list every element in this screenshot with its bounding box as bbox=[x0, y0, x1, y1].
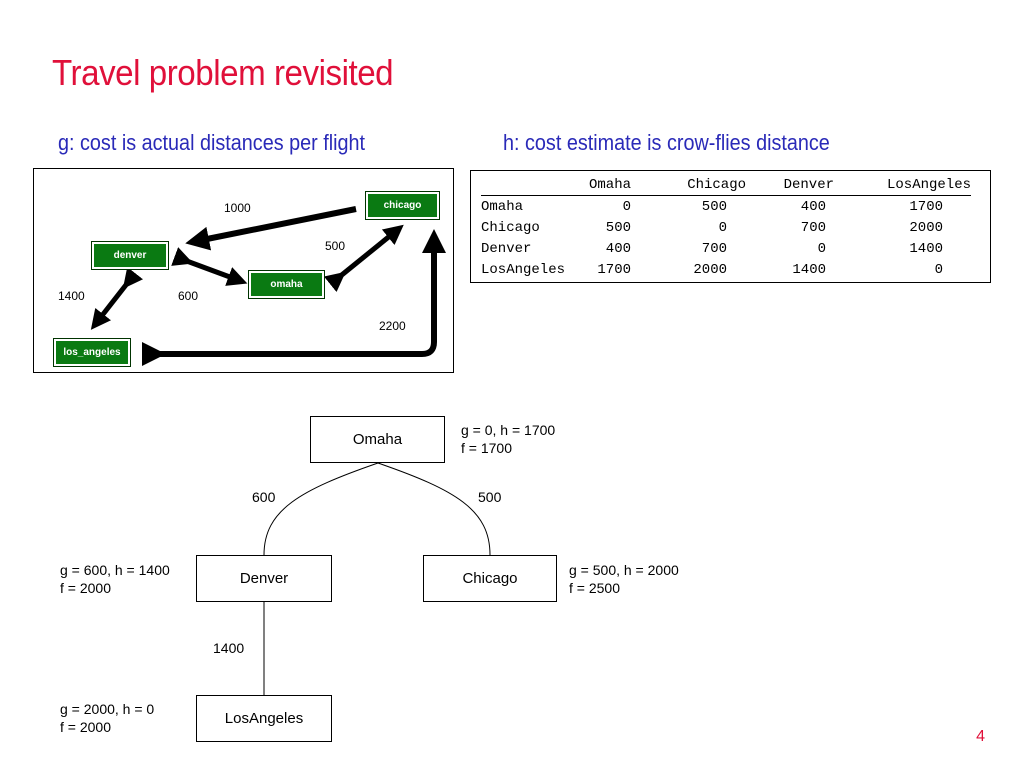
table-cell: 500 bbox=[605, 219, 632, 236]
table-header-cell: LosAngeles bbox=[834, 174, 972, 196]
tree-edge-omaha-chicago bbox=[377, 462, 491, 556]
table-cell: LosAngeles bbox=[481, 261, 566, 278]
table-cell: 0 bbox=[718, 219, 728, 236]
losangeles-g-h: g = 2000, h = 0 bbox=[60, 701, 155, 717]
edge-label-denver-losangeles: 1400 bbox=[58, 289, 85, 303]
edge-label-chicago-omaha: 500 bbox=[325, 239, 346, 253]
table-cell: Omaha bbox=[481, 198, 524, 215]
table-cell: Denver bbox=[481, 240, 532, 257]
edge-denver-losangeles bbox=[90, 266, 144, 330]
tree-node-denver: Denver bbox=[196, 555, 332, 602]
slide-title: Travel problem revisited bbox=[52, 52, 394, 93]
denver-annotation: g = 600, h = 1400 f = 2000 bbox=[60, 561, 170, 597]
table-cell: 700 bbox=[800, 219, 827, 236]
left-subtitle: g: cost is actual distances per flight bbox=[58, 130, 366, 155]
tree-node-losangeles: LosAngeles bbox=[196, 695, 332, 742]
crow-flies-table: Omaha Chicago Denver LosAngeles Omaha 0 … bbox=[470, 170, 991, 283]
tree-node-chicago: Chicago bbox=[423, 555, 557, 602]
denver-g-h: g = 600, h = 1400 bbox=[60, 562, 170, 578]
omaha-f: f = 1700 bbox=[461, 440, 512, 456]
losangeles-annotation: g = 2000, h = 0 f = 2000 bbox=[60, 700, 154, 736]
tree-edge-omaha-denver bbox=[263, 462, 379, 556]
denver-f: f = 2000 bbox=[60, 580, 111, 596]
table-cell: 0 bbox=[934, 261, 944, 278]
chicago-f: f = 2500 bbox=[569, 580, 620, 596]
table-row: Chicago 500 0 700 2000 bbox=[481, 217, 971, 238]
table-header-cell bbox=[481, 174, 589, 196]
tree-edge-label-denver-losangeles: 1400 bbox=[213, 640, 245, 656]
tree-edge-label-omaha-denver: 600 bbox=[252, 489, 276, 505]
city-omaha: omaha bbox=[248, 270, 325, 299]
table-cell: 2000 bbox=[909, 219, 944, 236]
right-subtitle: h: cost estimate is crow-flies distance bbox=[503, 130, 830, 155]
table-cell: 1700 bbox=[909, 198, 944, 215]
page-number: 4 bbox=[976, 728, 985, 745]
table-cell: 500 bbox=[701, 198, 728, 215]
tree-edge-label-omaha-chicago: 500 bbox=[478, 489, 502, 505]
city-chicago: chicago bbox=[365, 191, 440, 220]
table-cell: 1700 bbox=[597, 261, 632, 278]
table-cell: 2000 bbox=[693, 261, 728, 278]
chicago-g-h: g = 500, h = 2000 bbox=[569, 562, 679, 578]
table-header-cell: Denver bbox=[746, 174, 835, 196]
city-denver: denver bbox=[91, 241, 169, 270]
table-cell: 400 bbox=[800, 198, 827, 215]
table-row: LosAngeles 1700 2000 1400 0 bbox=[481, 259, 971, 280]
tree-node-omaha: Omaha bbox=[310, 416, 445, 463]
table-cell: 1400 bbox=[909, 240, 944, 257]
table-cell: 400 bbox=[605, 240, 632, 257]
omaha-g-h: g = 0, h = 1700 bbox=[461, 422, 556, 438]
route-arrows bbox=[90, 206, 446, 366]
table-cell: Chicago bbox=[481, 219, 540, 236]
chicago-annotation: g = 500, h = 2000 f = 2500 bbox=[569, 561, 679, 597]
city-los-angeles: los_angeles bbox=[53, 338, 131, 367]
table-header-row: Omaha Chicago Denver LosAngeles bbox=[481, 174, 972, 196]
edge-label-chicago-losangeles: 2200 bbox=[379, 319, 406, 333]
table-cell: 0 bbox=[817, 240, 827, 257]
route-graph: chicago denver omaha los_angeles 1000 50… bbox=[33, 168, 454, 373]
edge-label-chicago-denver: 1000 bbox=[224, 201, 251, 215]
table-cell: 1400 bbox=[792, 261, 827, 278]
table-header-cell: Omaha bbox=[589, 174, 632, 196]
omaha-annotation: g = 0, h = 1700 f = 1700 bbox=[461, 421, 555, 457]
table-row: Denver 400 700 0 1400 bbox=[481, 238, 971, 259]
losangeles-f: f = 2000 bbox=[60, 719, 111, 735]
table-row: Omaha 0 500 400 1700 bbox=[481, 196, 971, 218]
table-cell: 700 bbox=[701, 240, 728, 257]
table-cell: 0 bbox=[622, 198, 632, 215]
edge-chicago-losangeles bbox=[142, 229, 446, 366]
edge-label-denver-omaha: 600 bbox=[178, 289, 199, 303]
table-header-cell: Chicago bbox=[631, 174, 747, 196]
